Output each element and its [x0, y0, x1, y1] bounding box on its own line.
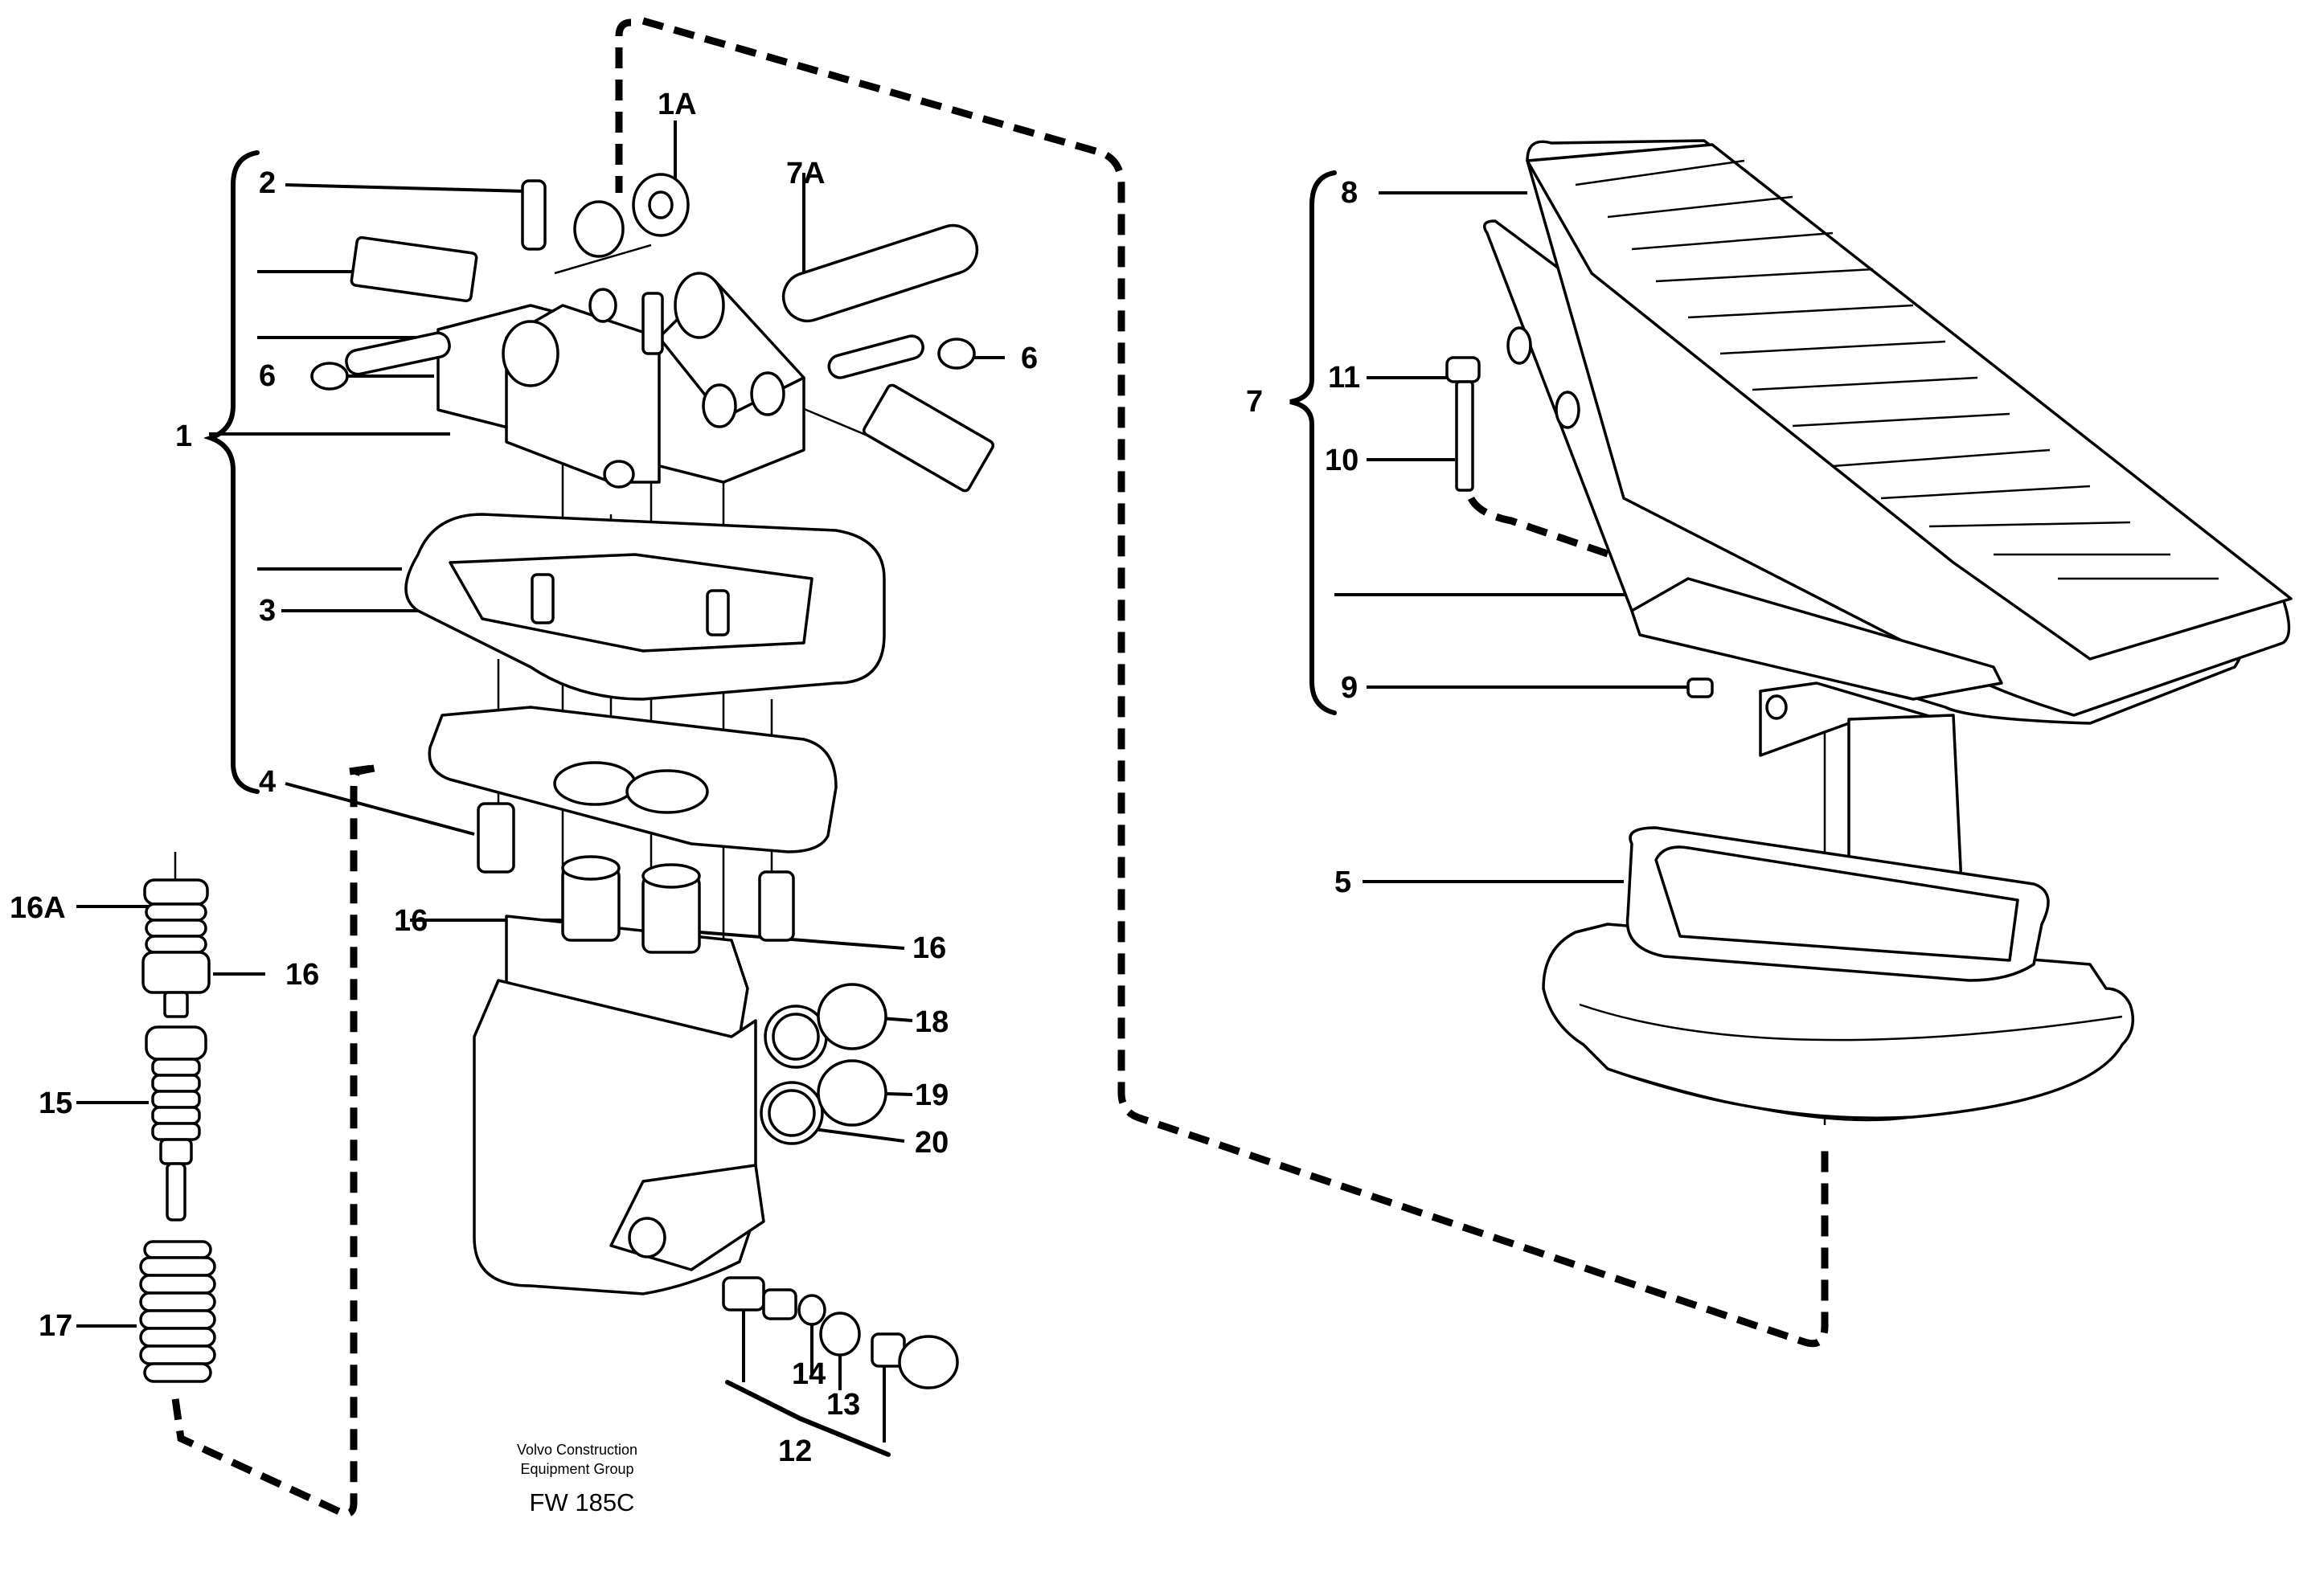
label-2: 2: [259, 166, 276, 200]
label-7: 7: [1246, 385, 1263, 419]
label-4: 4: [259, 765, 276, 799]
brace-assembly-1: [203, 150, 260, 794]
label-18: 18: [915, 1005, 949, 1039]
label-14: 14: [792, 1357, 826, 1391]
label-16-stack: 16: [285, 958, 319, 992]
valve-bracket-assembly: [310, 173, 995, 493]
label-6-right: 6: [1021, 342, 1038, 375]
label-20: 20: [915, 1126, 949, 1160]
assembly-braces: [203, 150, 1337, 1457]
label-17: 17: [39, 1309, 72, 1343]
pedal-boot: [1542, 826, 2135, 1122]
label-19: 19: [915, 1078, 949, 1112]
label-3: 3: [259, 594, 276, 628]
label-12: 12: [778, 1434, 812, 1468]
label-7a: 7A: [786, 157, 826, 190]
valve-body-assembly: [473, 855, 959, 1389]
label-11: 11: [1328, 361, 1360, 395]
label-16a: 16A: [10, 891, 66, 925]
item-labels: 1 1A 2 3 4 5 6 6 7 7A 8 9 10 11 12 13 14…: [10, 88, 1360, 1468]
label-1a: 1A: [658, 88, 697, 121]
drawing-code: FW 185C: [530, 1488, 635, 1516]
credit-company-line1: Volvo Construction: [517, 1442, 637, 1458]
cover-plate-assembly: [404, 513, 886, 942]
brace-assembly-7: [1289, 170, 1337, 715]
label-10: 10: [1325, 444, 1358, 477]
label-16-spring-right: 16: [912, 931, 946, 965]
label-13: 13: [826, 1388, 860, 1422]
drawing-credit: Volvo Construction Equipment Group FW 18…: [517, 1442, 637, 1516]
label-8: 8: [1341, 176, 1358, 210]
spring-stack-parts: [139, 852, 216, 1383]
label-16-spring-left: 16: [394, 904, 428, 938]
pedal-assembly: [1445, 139, 2293, 934]
dashed-assembly-lines: [171, 17, 1829, 1517]
label-15: 15: [39, 1087, 72, 1120]
label-6-left: 6: [259, 359, 276, 393]
brace-assembly-12: [725, 1380, 891, 1457]
credit-company-line2: Equipment Group: [520, 1461, 633, 1477]
leader-lines: [76, 121, 1692, 1443]
label-9: 9: [1341, 671, 1358, 705]
label-1: 1: [175, 419, 192, 453]
label-5: 5: [1334, 866, 1351, 899]
